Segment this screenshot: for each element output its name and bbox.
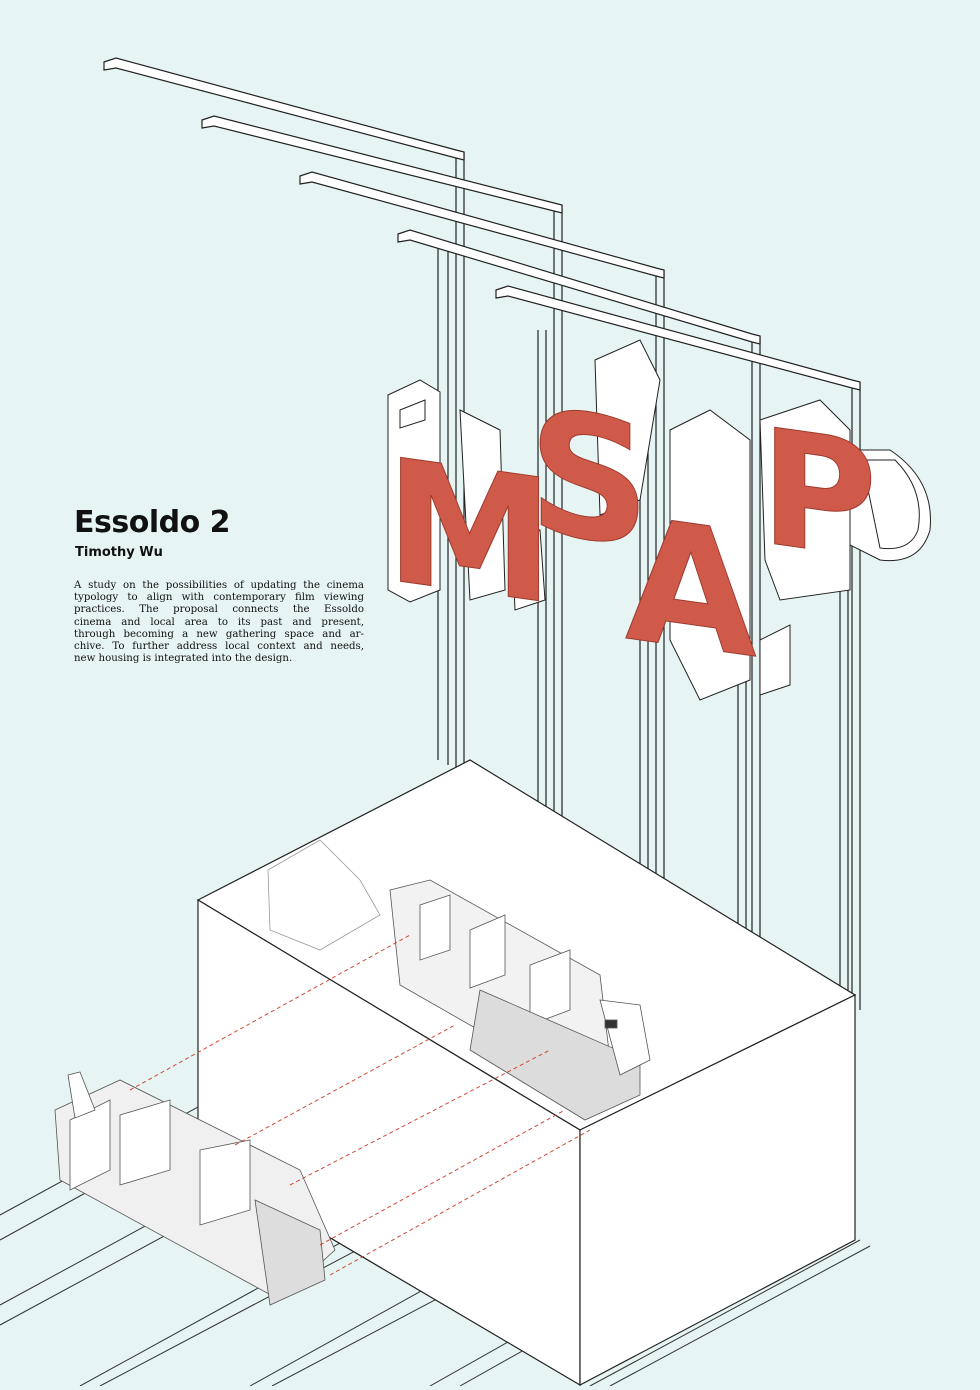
poster-title: Essoldo 2: [74, 505, 231, 540]
sign-frame-arms: [103, 57, 861, 391]
letter-a: A: [625, 481, 757, 698]
description-line: A study on the possibilities of updating…: [74, 580, 364, 591]
ground-rails: [0, 1034, 871, 1387]
description-line: practices. The proposal connects the Ess…: [74, 604, 364, 616]
sign-letters: M S A P: [385, 371, 878, 698]
description-line: typology to align with contemporary film…: [74, 592, 364, 604]
letter-p: P: [760, 394, 877, 597]
letter-interior-linework: [387, 339, 931, 701]
description-line: new housing is integrated into the desig…: [74, 653, 293, 665]
description-line: through becoming a new gathering space a…: [74, 628, 364, 640]
poster-description: A study on the possibilities of updating…: [74, 580, 364, 665]
letter-s: S: [528, 372, 650, 587]
interior-building-model: [267, 839, 651, 1121]
exterior-building-model: [54, 1071, 336, 1306]
description-line: cinema and local area to its past and pr…: [74, 616, 364, 628]
poster-author: Timothy Wu: [75, 545, 163, 560]
description-line: chive. To further address local context …: [74, 641, 364, 653]
projection-lines: [129, 934, 591, 1276]
letter-m: M: [385, 422, 554, 644]
